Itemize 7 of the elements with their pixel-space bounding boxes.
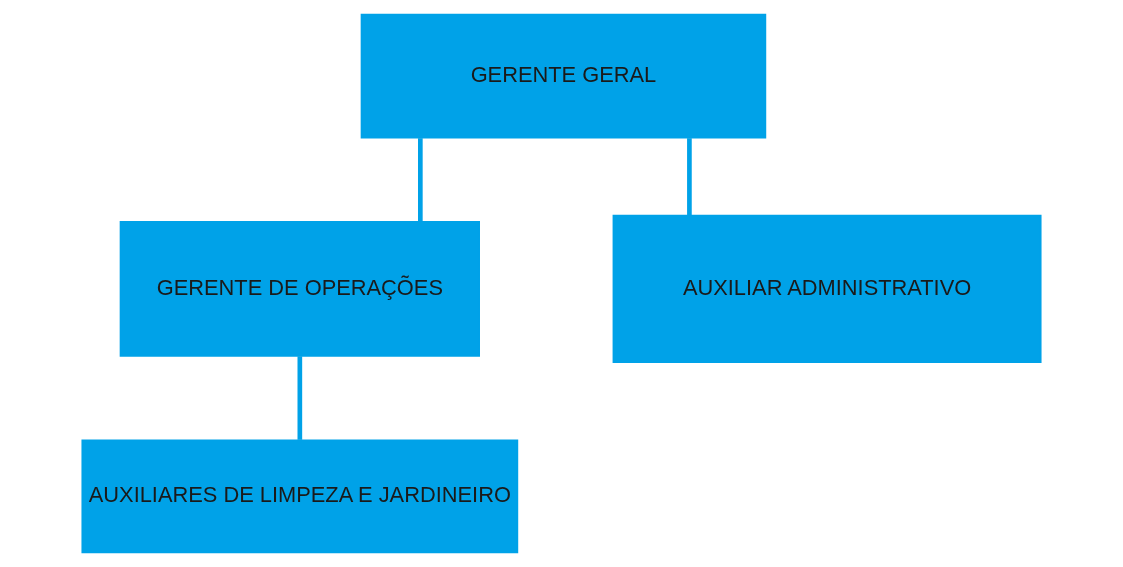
connector (687, 138, 692, 216)
connector (418, 138, 423, 222)
node-box: GERENTE DE OPERAÇÕES (119, 221, 480, 357)
node-box: GERENTE GERAL (360, 13, 767, 139)
node-box: AUXILIAR ADMINISTRATIVO (612, 214, 1042, 364)
connector (297, 356, 303, 440)
node-box: AUXILIARES DE LIMPEZA E JARDINEIRO (81, 439, 519, 554)
